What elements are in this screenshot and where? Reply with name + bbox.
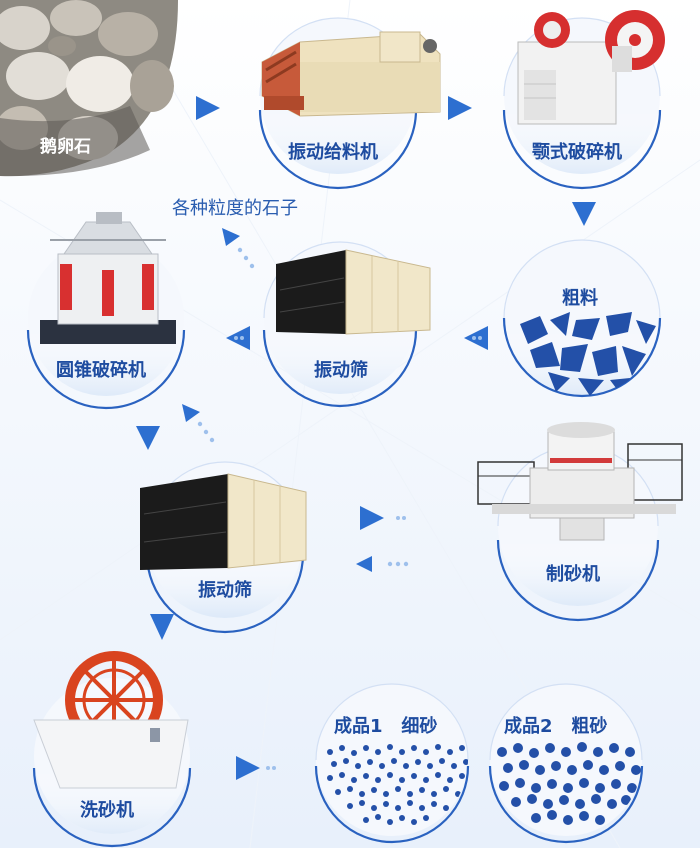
label-vibrating-screen-1: 振动筛 [314,360,368,381]
coarse-sand-dots [497,742,641,825]
label-sand-maker: 制砂机 [546,564,600,585]
label-jaw-crusher: 颚式破碎机 [532,142,622,163]
label-vibrating-screen-2: 振动筛 [198,580,252,601]
pebbles-photo [0,0,178,177]
fine-sand-dots [327,744,468,825]
label-product-1: 成品1 细砂 [334,716,438,737]
coarse-chunks [520,312,656,396]
sand-washer-image [33,651,189,789]
arrow-washer-to-products [236,756,260,780]
label-raw-stone: 鹅卵石 [40,137,91,157]
jaw-crusher-image [517,10,665,125]
arrow-down-to-screen2 [136,426,160,450]
cone-crusher-image [40,212,176,344]
sand-maker-image [477,422,683,541]
label-vibrating-feeder: 振动给料机 [288,142,378,163]
arrow-screen2-to-washer [150,614,174,640]
arrow-screen2-to-cone [182,404,200,422]
dotted-arrow-heads [182,228,372,572]
arrow-sandmaker-to-screen2 [356,556,372,572]
dotted-arrow-tails [197,247,482,770]
arrow-stone-to-feeder [196,96,220,120]
arrow-jaw-to-coarse [572,202,596,226]
label-cone-crusher: 圆锥破碎机 [56,360,146,381]
vibrating-screen-1-image [276,249,431,335]
arrow-screen2-to-sandmaker [360,506,384,530]
node-rings [26,109,662,848]
arrow-cone-to-stones [222,228,240,246]
label-sand-washer: 洗砂机 [80,800,134,821]
label-coarse-material: 粗料 [562,288,598,309]
label-product-2: 成品2 粗砂 [504,716,608,737]
annotation-various-stone-sizes: 各种粒度的石子 [172,198,298,219]
vibrating-screen-2-image [140,473,307,570]
vibrating-feeder-image [261,31,441,117]
arrow-feeder-to-jaw [448,96,472,120]
